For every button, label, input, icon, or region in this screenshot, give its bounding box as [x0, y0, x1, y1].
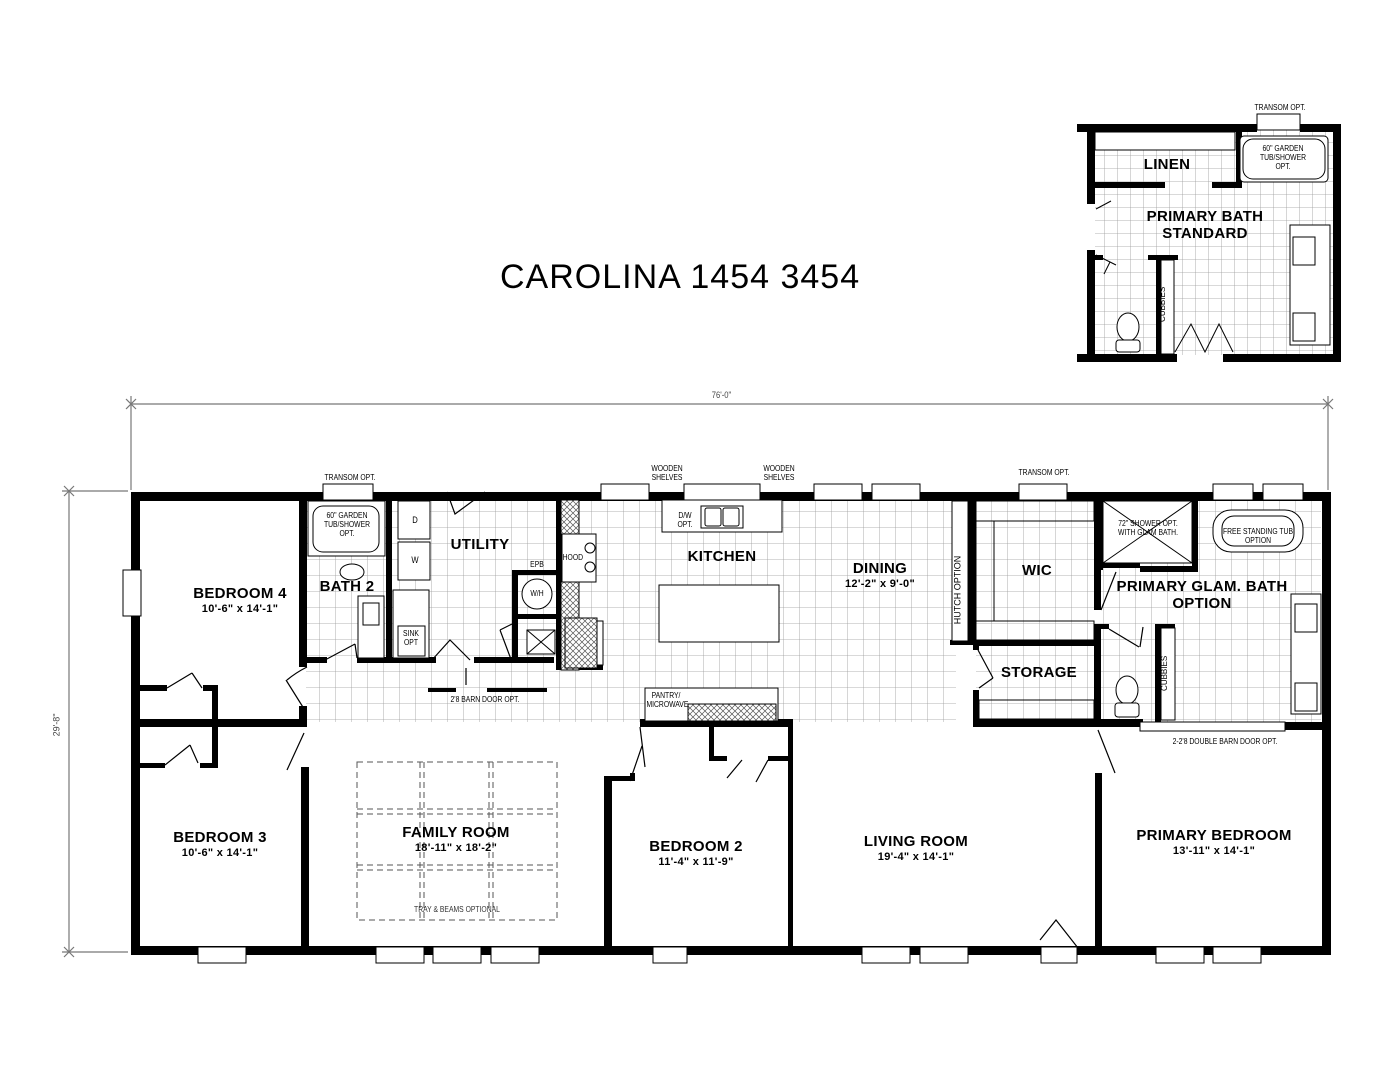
inset-tub-note: 60" GARDEN TUB/SHOWER OPT. [1250, 144, 1316, 171]
note-line: WOODEN [763, 464, 795, 473]
inset-bath-name-line2: STANDARD [1162, 224, 1248, 242]
hood-label: HOOD [562, 553, 584, 562]
note-line: SHELVES [763, 472, 795, 482]
dishwasher-opt-note: D/W OPT. [674, 511, 696, 530]
room-family-room: FAMILY ROOM 18'-11" x 18'-2" [386, 824, 526, 854]
note-line: WOODEN [651, 464, 683, 473]
pantry-microwave-note: PANTRY/ MICROWAVE [646, 691, 689, 710]
room-name: BEDROOM 4 [193, 585, 287, 602]
room-primary-bedroom: PRIMARY BEDROOM 13'-11" x 14'-1" [1124, 827, 1304, 857]
sink-opt-note: SINK OPT [402, 629, 421, 648]
transom-note-bath2: TRANSOM OPT. [324, 473, 376, 482]
inset-transom-note: TRANSOM OPT. [1254, 103, 1306, 112]
wooden-shelves-note-right: WOODEN SHELVES [760, 464, 797, 483]
room-wic: WIC [1021, 562, 1053, 579]
room-primary-glam-bath: PRIMARY GLAM. BATH OPTION [1112, 578, 1292, 612]
room-size: 10'-6" x 14'-1" [181, 846, 259, 859]
room-dining: DINING 12'-2" x 9'-0" [830, 560, 930, 590]
room-name: BEDROOM 2 [649, 838, 743, 855]
room-size: 19'-4" x 14'-1" [877, 850, 955, 863]
washer-label: W [411, 555, 419, 565]
water-heater-label: W/H [530, 589, 544, 598]
note-line: OPTION [1244, 535, 1272, 545]
room-size: 18'-11" x 18'-2" [414, 841, 498, 854]
note-line: WITH GLAM BATH. [1118, 527, 1178, 537]
note-line: TUB/SHOWER [323, 519, 371, 529]
dimension-lines [62, 396, 1334, 958]
doors [164, 491, 1144, 949]
cubbies-note: CUBBIES [1160, 655, 1170, 691]
inset-primary-bath-standard: PRIMARY BATH STANDARD [1130, 208, 1280, 242]
room-bedroom-2: BEDROOM 2 11'-4" x 11'-9" [636, 838, 756, 868]
note-line: TUB/SHOWER [1259, 152, 1307, 162]
transom-note-wic: TRANSOM OPT. [1018, 468, 1070, 477]
note-line: PANTRY/ [651, 691, 681, 700]
room-kitchen: KITCHEN [687, 548, 757, 565]
note-line: 72" SHOWER OPT. [1118, 519, 1178, 528]
room-name: PRIMARY BEDROOM [1136, 827, 1292, 844]
room-size: 10'-6" x 14'-1" [201, 602, 279, 615]
tray-ceiling [356, 761, 558, 921]
dryer-label: D [412, 515, 418, 525]
room-size: 13'-11" x 14'-1" [1172, 844, 1256, 857]
note-line: OPT [404, 637, 418, 647]
note-line: D/W [678, 511, 692, 520]
note-line: SHELVES [651, 472, 683, 482]
room-living-room: LIVING ROOM 19'-4" x 14'-1" [846, 833, 986, 863]
windows [122, 483, 1304, 964]
inset-walls [1077, 124, 1341, 362]
barn-door-note: 2'8 BARN DOOR OPT. [450, 695, 520, 704]
tray-beams-note: TRAY & BEAMS OPTIONAL [414, 905, 500, 914]
note-line: 60" GARDEN [1262, 144, 1304, 153]
plan-title: CAROLINA 1454 3454 [500, 258, 861, 296]
note-line: FREE STANDING TUB [1222, 527, 1294, 536]
room-name: FAMILY ROOM [402, 824, 510, 841]
room-name: PRIMARY GLAM. BATH [1116, 578, 1288, 595]
freestanding-tub-note: FREE STANDING TUB OPTION [1221, 527, 1296, 546]
room-bedroom-3: BEDROOM 3 10'-6" x 14'-1" [150, 829, 290, 859]
double-barn-door-note: 2-2'8 DOUBLE BARN DOOR OPT. [1172, 737, 1278, 746]
inset-cubbies-note: CUBBIES [1158, 286, 1168, 322]
room-size: 11'-4" x 11'-9" [658, 855, 734, 868]
room-storage: STORAGE [1000, 664, 1077, 681]
epb-note: EPB [530, 560, 544, 569]
inset-linen: LINEN [1143, 156, 1191, 173]
wooden-shelves-note-left: WOODEN SHELVES [648, 464, 685, 483]
inset-bath-name: PRIMARY BATH [1146, 208, 1264, 225]
room-bath-2: BATH 2 [319, 578, 375, 595]
note-line: MICROWAVE [646, 699, 689, 709]
room-name: DINING [852, 560, 908, 577]
room-name: LIVING ROOM [863, 833, 969, 850]
note-line: OPT. [677, 519, 693, 529]
room-name-line2: OPTION [1172, 594, 1232, 612]
overall-width-dimension: 76'-0" [711, 390, 732, 400]
room-bedroom-4: BEDROOM 4 10'-6" x 14'-1" [170, 585, 310, 615]
note-line: OPT. [1275, 161, 1291, 171]
room-size: 12'-2" x 9'-0" [844, 577, 915, 590]
shower-opt-note: 72" SHOWER OPT. WITH GLAM BATH. [1111, 519, 1186, 538]
room-name: BEDROOM 3 [173, 829, 267, 846]
note-line: OPT. [339, 528, 355, 538]
note-line: 60" GARDEN [326, 511, 368, 520]
hutch-option-note: HUTCH OPTION [952, 555, 963, 625]
room-utility: UTILITY [450, 536, 510, 553]
bath2-tub-note: 60" GARDEN TUB/SHOWER OPT. [318, 511, 376, 538]
overall-depth-dimension: 29'-8" [51, 713, 62, 737]
note-line: SINK [403, 629, 419, 638]
